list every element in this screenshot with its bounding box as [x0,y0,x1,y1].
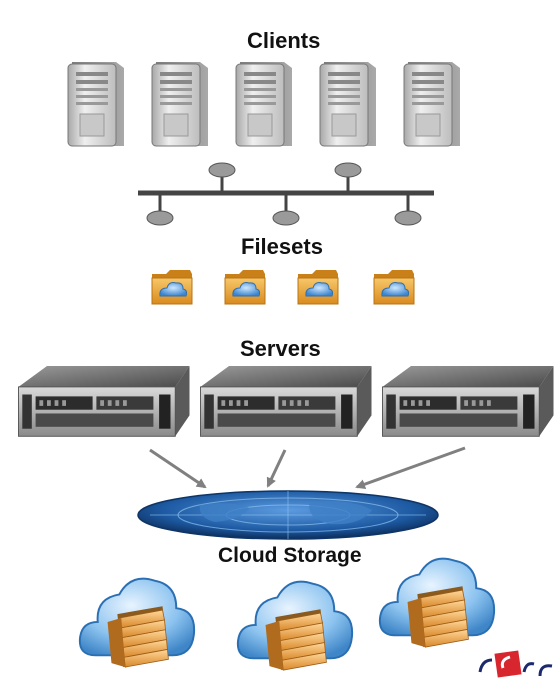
fileset-folder-icon [151,269,193,305]
arrow-server-to-cloud [266,449,287,488]
clients-label: Clients [247,28,321,53]
rack-server-icon [18,366,190,437]
arrow-server-to-cloud [149,448,207,489]
network-bus-icon [138,162,434,226]
fileset-folder-icon [224,269,266,305]
client-tower-icon [151,61,209,147]
rack-server-icon [200,366,372,437]
cloud-storage-icon [378,557,496,649]
cloud-storage-icon [78,577,196,669]
logo-fragment [478,650,553,678]
client-tower-icon [403,61,461,147]
arrow-server-to-cloud [355,446,466,489]
filesets-label: Filesets [241,234,323,259]
cloud-storage-icon [236,580,354,672]
rack-server-icon [382,366,554,437]
fileset-folder-icon [297,269,339,305]
servers-label: Servers [240,336,321,361]
client-tower-icon [235,61,293,147]
cloud-storage-label: Cloud Storage [218,544,362,567]
client-tower-icon [319,61,377,147]
fileset-folder-icon [373,269,415,305]
client-tower-icon [67,61,125,147]
internet-globe-icon [137,490,439,540]
